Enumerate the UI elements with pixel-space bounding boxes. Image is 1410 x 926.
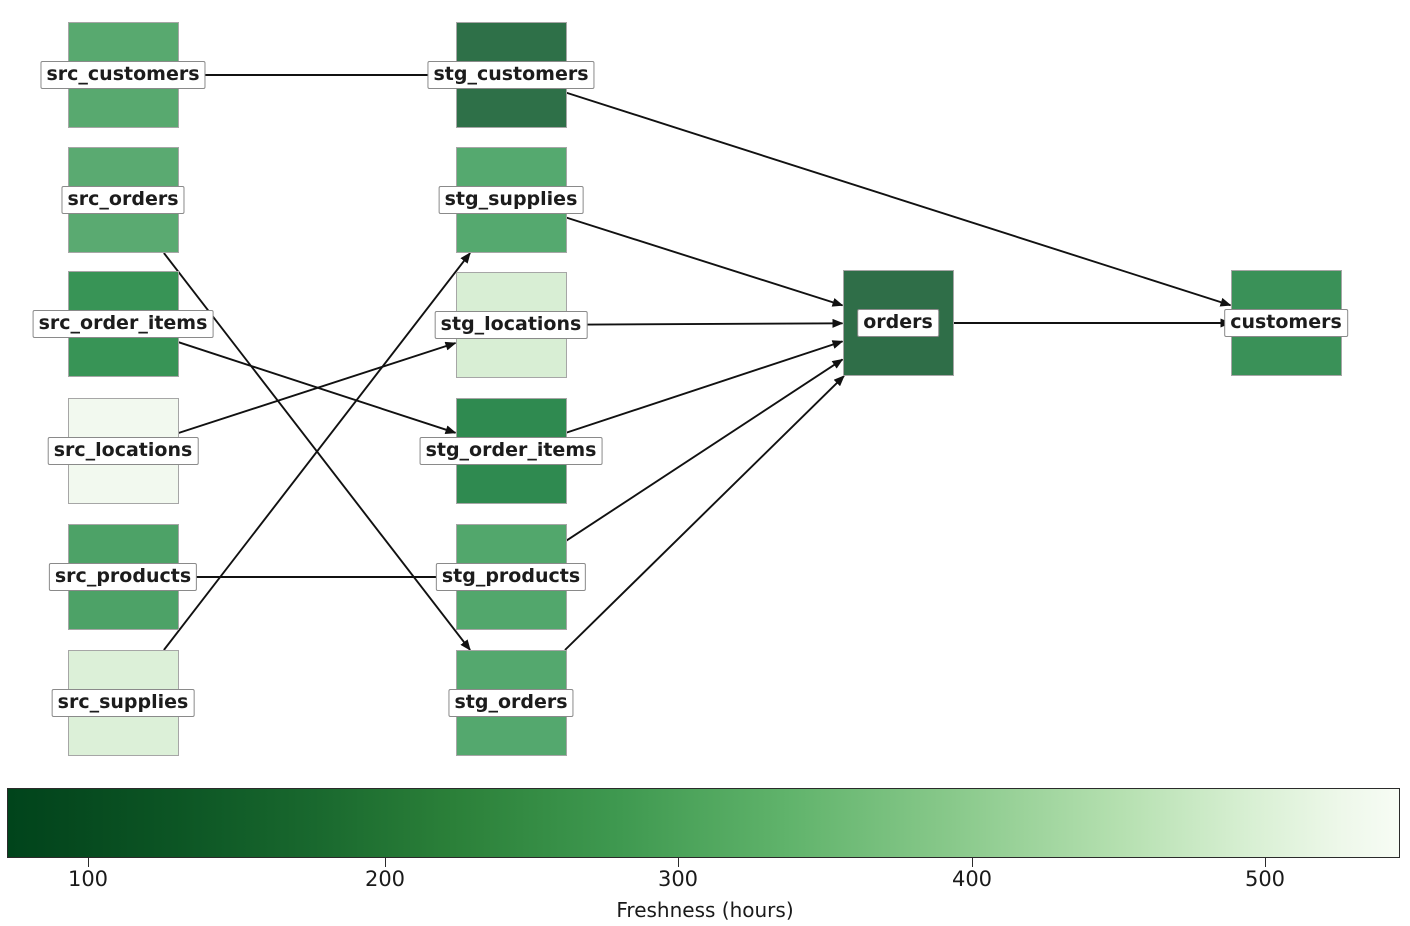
edge-stg_order_items-to-orders — [566, 340, 844, 434]
colorbar-tick-500 — [1265, 858, 1266, 867]
node-label-customers: customers — [1224, 309, 1348, 337]
colorbar-gradient[interactable] — [7, 788, 1400, 858]
node-label-orders: orders — [857, 309, 939, 337]
node-label-stg_order_items: stg_order_items — [419, 437, 603, 465]
node-label-stg_locations: stg_locations — [434, 311, 588, 339]
colorbar-tick-label-200: 200 — [364, 867, 406, 891]
edge-stg_products-to-orders — [565, 358, 844, 542]
edge-stg_supplies-to-orders — [566, 216, 844, 307]
node-label-src_supplies: src_supplies — [51, 689, 195, 717]
node-label-stg_orders: stg_orders — [448, 689, 574, 717]
node-label-stg_customers: stg_customers — [427, 61, 595, 89]
edge-src_locations-to-stg_locations — [178, 341, 457, 434]
colorbar-tick-label-300: 300 — [657, 867, 699, 891]
colorbar-axis-title: Freshness (hours) — [616, 898, 794, 922]
colorbar-tick-label-500: 500 — [1244, 867, 1286, 891]
edge-layer — [163, 70, 1232, 651]
edges-group — [163, 70, 1232, 651]
node-label-stg_supplies: stg_supplies — [438, 186, 584, 214]
node-label-src_locations: src_locations — [47, 437, 199, 465]
node-label-src_order_items: src_order_items — [32, 310, 214, 338]
edge-src_order_items-to-stg_order_items — [178, 341, 457, 434]
colorbar: 100 200 300 400 500 Freshness (hours) — [0, 780, 1410, 926]
colorbar-tick-200 — [385, 858, 386, 867]
colorbar-tick-300 — [678, 858, 679, 867]
edge-stg_locations-to-orders — [566, 318, 844, 328]
node-label-src_products: src_products — [48, 563, 198, 591]
node-label-src_orders: src_orders — [61, 186, 185, 214]
colorbar-tick-label-100: 100 — [67, 867, 109, 891]
node-label-src_customers: src_customers — [40, 61, 206, 89]
edge-stg_orders-to-orders — [564, 375, 845, 651]
colorbar-tick-100 — [88, 858, 89, 867]
colorbar-tick-400 — [972, 858, 973, 867]
colorbar-tick-label-400: 400 — [951, 867, 993, 891]
node-label-stg_products: stg_products — [435, 563, 587, 591]
